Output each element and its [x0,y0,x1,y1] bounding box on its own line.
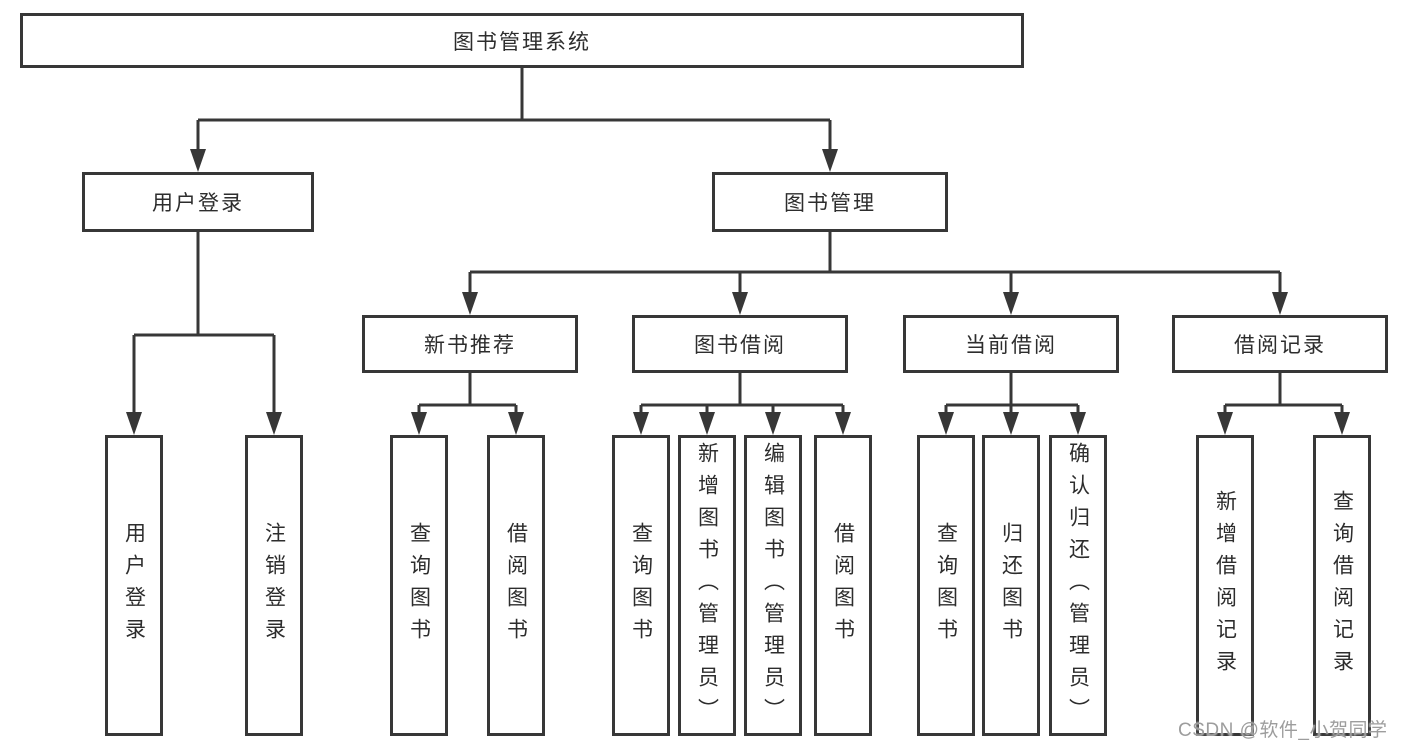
connector-book-management-to-groups [462,232,1288,315]
leaf-label: 查询图书 [629,521,653,650]
arrowhead-icon [633,412,649,435]
arrowhead-icon [699,412,715,435]
leaf-label: 借阅图书 [504,521,528,650]
leaf-label: 查询图书 [407,521,431,650]
node-label: 图书管理系统 [453,30,591,54]
leaf-label: 编辑图书（管理员） [761,441,785,730]
arrowhead-icon [938,412,954,435]
node-label: 新书推荐 [424,334,516,357]
arrowhead-icon [1003,412,1019,435]
connector-borrow-record-to-leaves [1217,373,1350,435]
leaf-current-query-books: 查询图书 [917,435,975,736]
leaf-recommend-borrow-books: 借阅图书 [487,435,545,736]
csdn-watermark: CSDN @软件_小贺同学 [1178,720,1388,741]
arrowhead-icon [1272,292,1288,315]
arrowhead-icon [1003,292,1019,315]
connector-root-to-branches [190,68,838,172]
node-label: 借阅记录 [1234,334,1326,357]
arrowhead-icon [1217,412,1233,435]
arrowhead-icon [462,292,478,315]
connector-book-borrow-to-leaves [633,373,851,435]
arrowhead-icon [822,149,838,172]
arrowhead-icon [835,412,851,435]
arrowhead-icon [266,412,282,435]
leaf-query-borrow-record: 查询借阅记录 [1313,435,1371,736]
arrowhead-icon [1334,412,1350,435]
arrowhead-icon [765,412,781,435]
leaf-add-borrow-record: 新增借阅记录 [1196,435,1254,736]
arrowhead-icon [1070,412,1086,435]
node-user-login: 用户登录 [82,172,314,232]
leaf-label: 查询借阅记录 [1330,489,1354,682]
node-label: 当前借阅 [965,334,1057,357]
node-library-management-system: 图书管理系统 [20,13,1024,68]
leaf-confirm-return-admin: 确认归还（管理员） [1049,435,1107,736]
node-borrow-record: 借阅记录 [1172,315,1388,373]
leaf-borrow-books: 借阅图书 [814,435,872,736]
leaf-label: 确认归还（管理员） [1066,441,1090,730]
connector-new-book-recommend-to-leaves [411,373,524,435]
arrowhead-icon [508,412,524,435]
node-new-book-recommend: 新书推荐 [362,315,578,373]
connector-user-login-to-leaves [126,232,282,435]
node-book-borrow: 图书借阅 [632,315,848,373]
leaf-recommend-query-books: 查询图书 [390,435,448,736]
arrowhead-icon [190,149,206,172]
leaf-borrow-query-books: 查询图书 [612,435,670,736]
node-current-borrow: 当前借阅 [903,315,1119,373]
leaf-label: 新增图书（管理员） [695,441,719,730]
node-label: 图书管理 [784,192,876,215]
leaf-label: 归还图书 [999,521,1023,650]
leaf-label: 注销登录 [262,521,286,650]
leaf-label: 用户登录 [122,521,146,650]
node-label: 用户登录 [152,192,244,215]
leaf-return-books: 归还图书 [982,435,1040,736]
leaf-logout: 注销登录 [245,435,303,736]
arrowhead-icon [411,412,427,435]
connector-current-borrow-to-leaves [938,373,1086,435]
leaf-add-books-admin: 新增图书（管理员） [678,435,736,736]
leaf-label: 借阅图书 [831,521,855,650]
node-label: 图书借阅 [694,334,786,357]
leaf-user-login: 用户登录 [105,435,163,736]
node-book-management: 图书管理 [712,172,948,232]
leaf-label: 新增借阅记录 [1213,489,1237,682]
leaf-label: 查询图书 [934,521,958,650]
arrowhead-icon [732,292,748,315]
arrowhead-icon [126,412,142,435]
leaf-edit-books-admin: 编辑图书（管理员） [744,435,802,736]
